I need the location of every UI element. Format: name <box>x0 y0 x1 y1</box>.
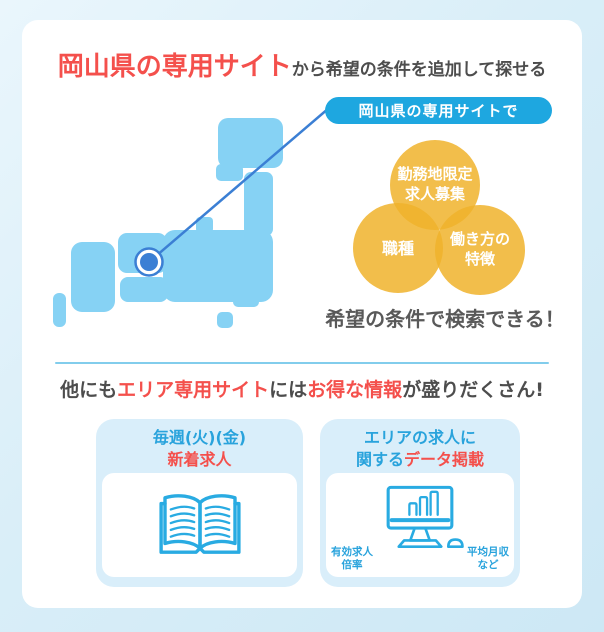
card-area-data: エリアの求人に 関するデータ掲載 有効求人 倍率 平均月収 など <box>320 419 520 587</box>
title-highlight: 岡山県の専用サイト <box>57 52 292 82</box>
section2-heading: 他にもエリア専用サイトにはお得な情報が盛りだくさん! <box>60 379 544 401</box>
map-block-hokkaido <box>218 118 283 168</box>
map-block-honshu <box>163 230 273 302</box>
site-callout-pill: 岡山県の専用サイトで <box>325 97 552 124</box>
japan-map-svg <box>53 107 330 328</box>
japan-map-graphic <box>45 95 345 335</box>
title-rest: から希望の条件を追加して探せる <box>291 60 547 80</box>
venn-caption: 希望の条件で検索できる！ <box>325 307 565 331</box>
main-card: 岡山県の専用サイトから希望の条件を追加して探せる 岡山県の専用サ <box>22 20 582 608</box>
label-avg-income: 平均月収 など <box>467 545 509 572</box>
map-block-okinawa <box>53 293 66 327</box>
card-new-jobs-body <box>102 473 297 577</box>
card-area-data-body: 有効求人 倍率 平均月収 など <box>326 473 514 577</box>
venn-circle-right <box>435 205 525 295</box>
map-block-island <box>217 312 233 328</box>
pill-label: 岡山県の専用サイトで <box>358 102 519 120</box>
card-new-jobs-header: 毎週(火)(金) 新着求人 <box>152 428 247 469</box>
venn-circle-left <box>353 203 443 293</box>
map-block-noto <box>196 217 213 233</box>
monitor-chart-icon <box>386 485 464 548</box>
map-block-kii <box>233 293 259 307</box>
map-block-north <box>216 164 243 181</box>
page-title: 岡山県の専用サイトから希望の条件を追加して探せる <box>22 46 582 83</box>
section-divider <box>55 362 549 364</box>
card-area-data-header: エリアの求人に 関するデータ掲載 <box>355 428 485 469</box>
map-block-shikoku <box>120 277 168 302</box>
map-block-kyushu <box>71 242 115 312</box>
condition-venn: 勤務地限定 求人募集 職種 働き方の 特徴 <box>350 138 535 298</box>
open-book-icon <box>158 494 241 554</box>
venn-circles-svg <box>353 140 525 295</box>
map-block-tohoku <box>244 172 273 236</box>
label-job-ratio: 有効求人 倍率 <box>331 545 373 572</box>
map-marker-dot <box>140 253 158 271</box>
card-new-jobs: 毎週(火)(金) 新着求人 <box>96 419 303 587</box>
leader-line <box>148 107 330 263</box>
